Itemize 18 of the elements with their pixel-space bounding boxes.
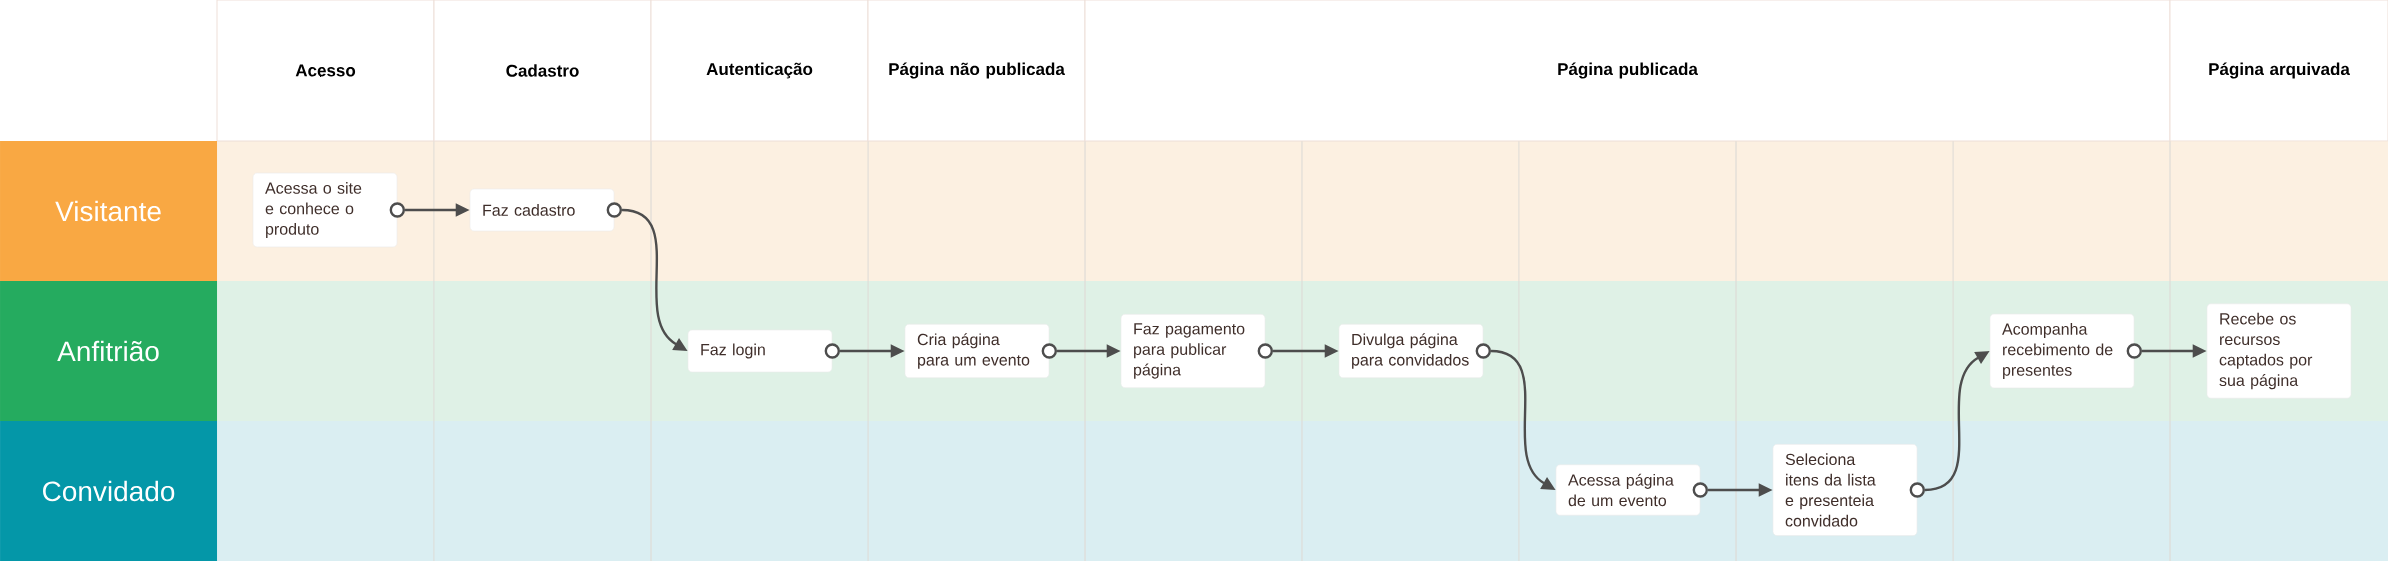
lane-label: Visitante	[0, 141, 217, 281]
step-box: Faz cadastro	[469, 188, 623, 232]
step-box: Seleciona itens da lista e presenteia convidado	[1772, 444, 1925, 536]
column-header: Página não publicada	[867, 0, 1086, 142]
lane-label: Anfitrião	[0, 281, 217, 421]
column-header: Página arquivada	[2169, 0, 2388, 142]
step-box: Cria página para um evento	[904, 323, 1057, 379]
column-header: Cadastro	[433, 0, 652, 142]
lane-label: Convidado	[0, 421, 217, 561]
step-box: Acompanha recebimento de presentes	[1989, 313, 2142, 389]
step-box: Acessa página de um evento	[1555, 464, 1708, 516]
step-box: Divulga página para convidados	[1338, 323, 1491, 379]
column-header: Acesso	[216, 0, 435, 142]
step-box: Faz pagamento para publicar página	[1120, 314, 1273, 388]
step-box: Acessa o site e conhece o produto	[252, 172, 405, 248]
step-box: Recebe os recursos captados por sua página	[2206, 303, 2352, 399]
step-box: Faz login	[687, 329, 841, 373]
column-header: Autenticação	[650, 0, 869, 142]
